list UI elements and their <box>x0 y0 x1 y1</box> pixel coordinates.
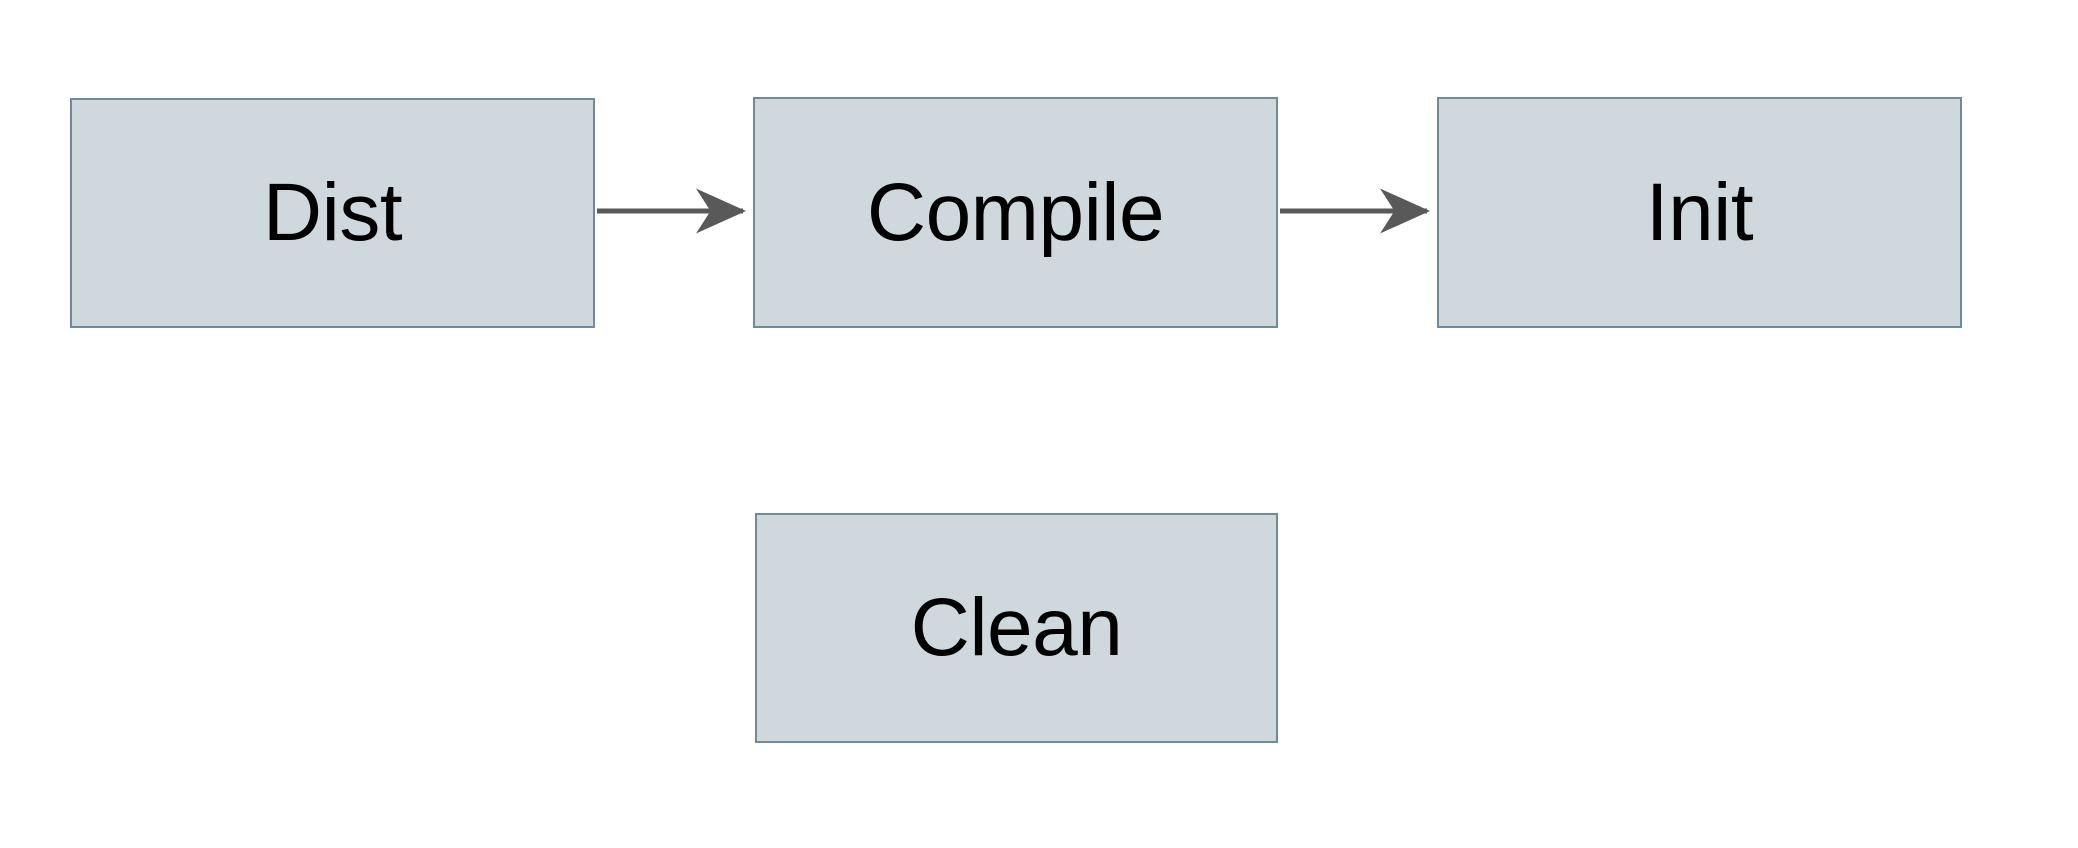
node-label: Compile <box>866 166 1165 258</box>
node-dist[interactable]: Dist <box>70 98 595 328</box>
node-init[interactable]: Init <box>1437 97 1962 328</box>
node-label: Init <box>1645 166 1754 258</box>
node-compile[interactable]: Compile <box>753 97 1278 328</box>
node-label: Clean <box>910 582 1123 673</box>
node-clean[interactable]: Clean <box>755 513 1278 743</box>
node-label: Dist <box>262 167 403 258</box>
